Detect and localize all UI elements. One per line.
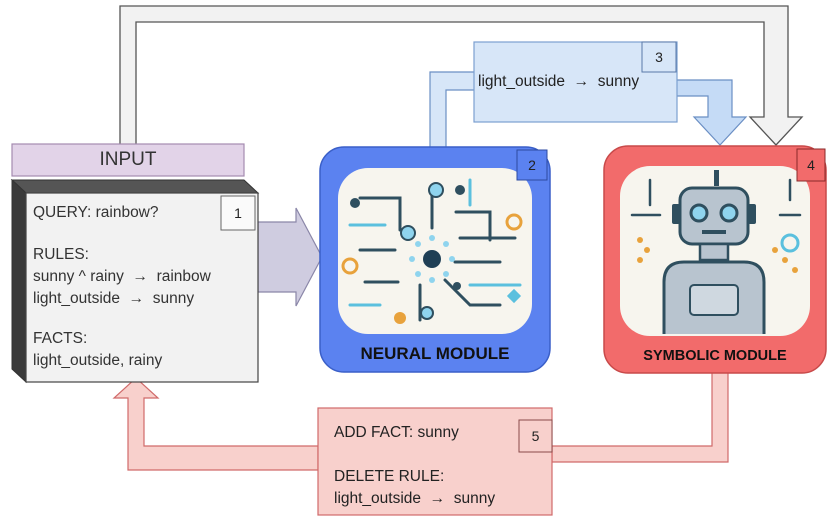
input-to-symbolic-arrow bbox=[119, 5, 804, 147]
facts-label: FACTS: bbox=[33, 330, 88, 347]
rule-1-text: sunny ^ rainy → rainbow bbox=[33, 268, 211, 285]
input-badge: 1 bbox=[234, 205, 242, 221]
update-box bbox=[317, 407, 553, 516]
input-box-top bbox=[10, 179, 260, 194]
circuit-icon bbox=[338, 168, 532, 334]
rule-to-symbolic-arrow bbox=[675, 79, 748, 146]
update-badge: 5 bbox=[531, 428, 540, 444]
delete-rule-label: DELETE RULE: bbox=[334, 468, 445, 485]
update-to-input-arrow bbox=[112, 377, 319, 471]
input-box bbox=[25, 192, 259, 383]
update-badge-box bbox=[518, 419, 553, 453]
neural-badge-box bbox=[516, 149, 548, 181]
input-to-neural-arrow bbox=[257, 207, 323, 307]
symbolic-module-title: SYMBOLIC MODULE bbox=[643, 348, 787, 364]
input-title: INPUT bbox=[99, 149, 157, 170]
rules-label: RULES: bbox=[33, 246, 89, 263]
rule-2-text: light_outside → sunny bbox=[33, 290, 195, 307]
neural-badge: 2 bbox=[528, 157, 536, 173]
symbolic-badge: 4 bbox=[807, 157, 815, 173]
input-header bbox=[11, 143, 245, 177]
symbolic-badge-box bbox=[796, 148, 826, 182]
add-fact-text: ADD FACT: sunny bbox=[334, 424, 459, 441]
rule-badge-box bbox=[641, 41, 677, 73]
input-box-side bbox=[11, 178, 27, 384]
neural-module-title: NEURAL MODULE bbox=[360, 344, 510, 363]
query-text: QUERY: rainbow? bbox=[33, 204, 159, 221]
facts-text: light_outside, rainy bbox=[33, 352, 163, 369]
learned-rule-text: light_outside → sunny bbox=[478, 73, 640, 90]
symbolic-to-update-arrow bbox=[551, 371, 729, 463]
neural-to-symbolic-arrow bbox=[429, 71, 479, 149]
input-badge-box bbox=[220, 195, 256, 231]
robot-icon bbox=[620, 166, 810, 336]
rule-badge: 3 bbox=[655, 49, 663, 65]
delete-rule-text: light_outside → sunny bbox=[334, 490, 496, 507]
